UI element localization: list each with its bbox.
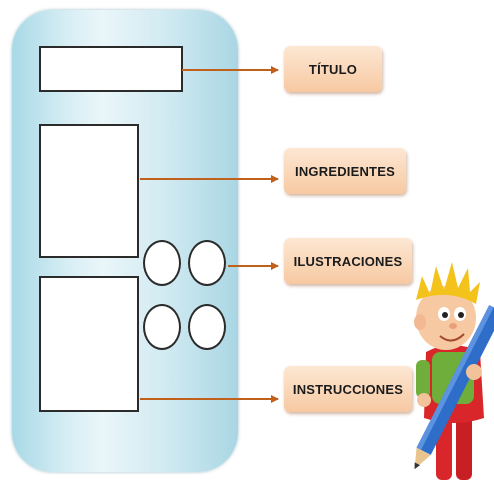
ingredients-box (39, 124, 139, 258)
illustration-circle-4 (188, 304, 226, 350)
illustration-circle-1 (143, 240, 181, 286)
instructions-box (39, 276, 139, 412)
illustration-circle-2 (188, 240, 226, 286)
recipe-card-template (12, 10, 238, 472)
title-box (39, 46, 183, 92)
label-titulo: TÍTULO (284, 46, 382, 92)
illustration-circle-3 (143, 304, 181, 350)
label-ilustraciones: ILUSTRACIONES (284, 238, 412, 284)
label-ingredientes: INGREDIENTES (284, 148, 406, 194)
label-instrucciones: INSTRUCCIONES (284, 366, 412, 412)
